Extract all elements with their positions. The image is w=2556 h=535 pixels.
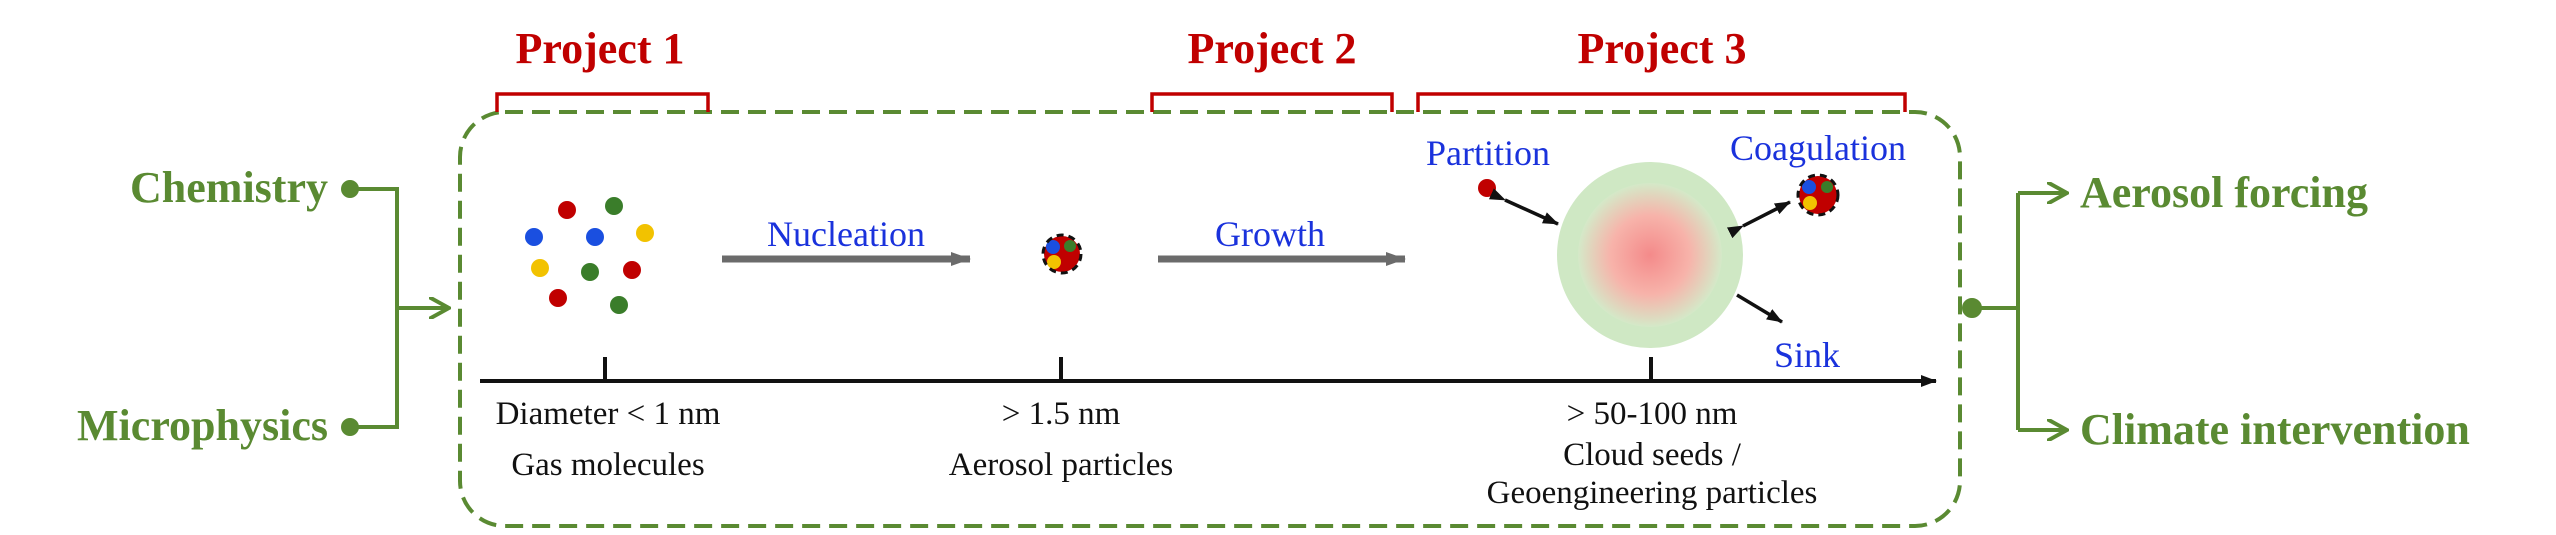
input-chemistry: Chemistry [130, 163, 328, 212]
gas-molecules-icon [525, 197, 654, 314]
sink-arrow [1736, 293, 1783, 324]
cloud-droplet-icon [1557, 162, 1743, 348]
partition-molecule-icon [1478, 179, 1496, 197]
project-2-label: Project 2 [1188, 24, 1357, 73]
aerosol-particle-icon [1041, 233, 1083, 275]
sink-label: Sink [1774, 335, 1840, 375]
project-2-bracket [1150, 92, 1394, 112]
project-3-bracket [1416, 92, 1907, 112]
size-label-gas: Diameter < 1 nm [496, 396, 721, 432]
output-climate-intervention: Climate intervention [2080, 405, 2470, 454]
nucleation-label: Nucleation [767, 214, 925, 254]
partition-label: Partition [1426, 133, 1550, 173]
project-3-label: Project 3 [1578, 24, 1747, 73]
category-aerosol-particles: Aerosol particles [949, 447, 1174, 483]
category-cloud-seeds: Cloud seeds / [1563, 437, 1742, 473]
size-label-aerosol: > 1.5 nm [1002, 396, 1121, 432]
growth-label: Growth [1215, 214, 1325, 254]
project-1-label: Project 1 [516, 24, 685, 73]
size-label-cloud: > 50-100 nm [1567, 396, 1738, 432]
input-connector [341, 180, 448, 436]
category-geoengineering-particles: Geoengineering particles [1487, 475, 1818, 511]
coagulation-label: Coagulation [1730, 128, 1906, 168]
process-frame [458, 110, 1962, 528]
coagulation-arrow [1726, 200, 1791, 239]
coagulation-particle-icon [1796, 173, 1840, 217]
category-gas-molecules: Gas molecules [511, 447, 704, 483]
output-aerosol-forcing: Aerosol forcing [2080, 168, 2368, 217]
partition-arrow [1488, 188, 1559, 226]
input-microphysics: Microphysics [77, 401, 328, 450]
project-1-bracket [495, 92, 710, 112]
output-connector [1962, 193, 2066, 430]
